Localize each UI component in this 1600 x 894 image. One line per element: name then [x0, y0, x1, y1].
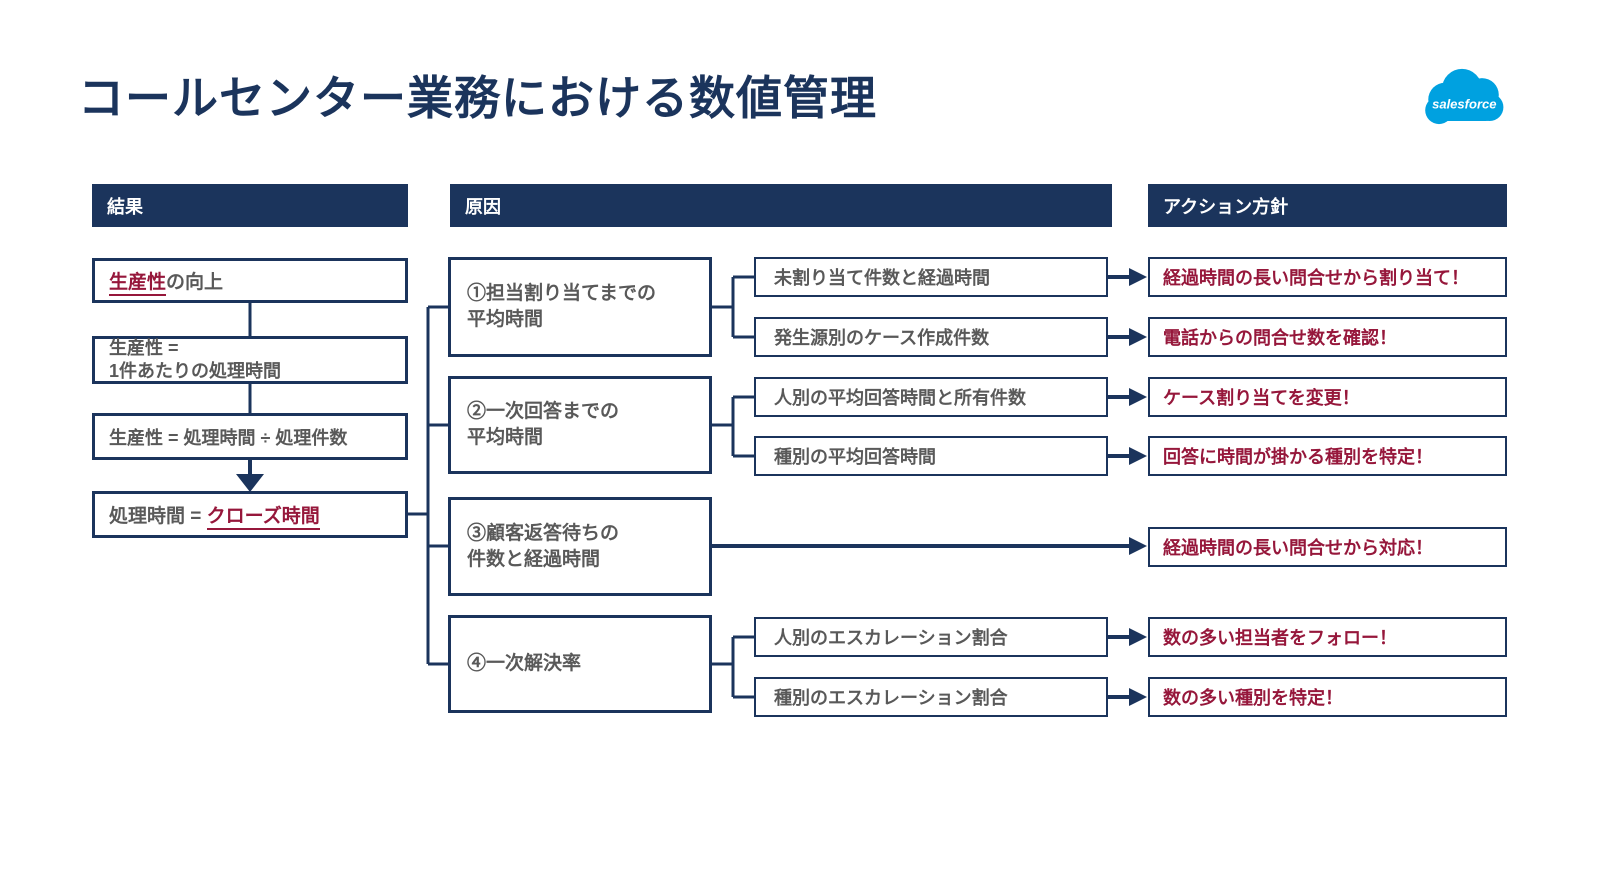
action-box-check-phone: 電話からの問合せ数を確認！ — [1148, 317, 1507, 357]
result-processing-time-label: 処理時間 = クローズ時間 — [109, 501, 405, 530]
metric-box-case-origin: 発生源別のケース作成件数 — [754, 317, 1108, 357]
cause-box-2: ②一次回答までの 平均時間 — [448, 376, 712, 474]
cause-3-line1: ③顧客返答待ちの — [467, 522, 620, 544]
productivity-term: 生産性 — [109, 272, 167, 296]
arrowheads — [236, 268, 1147, 706]
cause-3-line2: 件数と経過時間 — [467, 548, 601, 570]
result-box-processing-time: 処理時間 = クローズ時間 — [92, 491, 408, 538]
metric-escalation-by-type-label: 種別のエスカレーション割合 — [774, 688, 1008, 708]
action-box-assign-oldest: 経過時間の長い問合せから割り当て！ — [1148, 257, 1507, 297]
metric-response-by-person-label: 人別の平均回答時間と所有件数 — [774, 388, 1026, 408]
productivity-rest: の向上 — [166, 272, 224, 293]
column-header-action-label: アクション方針 — [1163, 196, 1289, 217]
cause-box-1: ①担当割り当てまでの 平均時間 — [448, 257, 712, 357]
page-title: コールセンター業務における数値管理 — [78, 72, 877, 124]
metric-box-response-by-type: 種別の平均回答時間 — [754, 436, 1108, 476]
cause-box-3: ③顧客返答待ちの 件数と経過時間 — [448, 497, 712, 596]
column-header-action: アクション方針 — [1148, 184, 1507, 227]
metric-box-escalation-by-type: 種別のエスカレーション割合 — [754, 677, 1108, 717]
salesforce-wordmark: salesforce — [1432, 97, 1496, 112]
column-header-result-label: 結果 — [107, 196, 143, 217]
result-box-productivity-formula: 生産性 = 処理時間 ÷ 処理件数 — [92, 413, 408, 460]
salesforce-logo: salesforce — [1425, 68, 1504, 125]
action-identify-type-label: 数の多い種別を特定！ — [1163, 688, 1343, 708]
result-formula-label: 生産性 = 処理時間 ÷ 処理件数 — [109, 427, 348, 448]
action-follow-agents-label: 数の多い担当者をフォロー！ — [1163, 628, 1397, 648]
processing-time-pre: 処理時間 = — [109, 506, 207, 527]
action-box-identify-type: 数の多い種別を特定！ — [1148, 677, 1507, 717]
result-box-productivity-up: 生産性の向上 — [92, 258, 408, 303]
column-header-cause-label: 原因 — [465, 196, 501, 217]
metric-response-by-type-label: 種別の平均回答時間 — [774, 447, 936, 467]
cause-box-4: ④一次解決率 — [448, 615, 712, 713]
action-box-change-assignment: ケース割り当てを変更！ — [1148, 377, 1507, 417]
cause-2-line1: ②一次回答までの — [467, 401, 620, 423]
column-header-result: 結果 — [92, 184, 408, 227]
metric-box-unassigned: 未割り当て件数と経過時間 — [754, 257, 1108, 297]
action-handle-oldest-label: 経過時間の長い問合せから対応！ — [1163, 538, 1433, 558]
action-change-assignment-label: ケース割り当てを変更！ — [1163, 388, 1360, 408]
result-def-line1: 生産性 = — [109, 337, 179, 358]
metric-escalation-by-person-label: 人別のエスカレーション割合 — [774, 628, 1008, 648]
metric-box-response-by-person: 人別の平均回答時間と所有件数 — [754, 377, 1108, 417]
action-check-phone-label: 電話からの問合せ数を確認！ — [1163, 328, 1397, 348]
close-time-term: クローズ時間 — [206, 506, 320, 530]
cause-4-line1: ④一次解決率 — [467, 653, 582, 675]
metric-unassigned-label: 未割り当て件数と経過時間 — [774, 268, 990, 288]
column-header-cause: 原因 — [450, 184, 1112, 227]
cause-1-line1: ①担当割り当てまでの — [467, 283, 657, 305]
action-box-handle-oldest: 経過時間の長い問合せから対応！ — [1148, 527, 1507, 567]
cause-1-line2: 平均時間 — [467, 309, 544, 330]
metric-case-origin-label: 発生源別のケース作成件数 — [774, 328, 990, 348]
metric-box-escalation-by-person: 人別のエスカレーション割合 — [754, 617, 1108, 657]
cause-2-line2: 平均時間 — [467, 427, 544, 448]
cloud-icon — [1425, 68, 1504, 125]
result-def-line2: 1件あたりの処理時間 — [109, 361, 282, 381]
action-box-follow-agents: 数の多い担当者をフォロー！ — [1148, 617, 1507, 657]
action-identify-slow-type-label: 回答に時間が掛かる種別を特定！ — [1163, 447, 1433, 467]
result-box-productivity-def: 生産性 = 1件あたりの処理時間 — [92, 336, 408, 384]
action-assign-oldest-label: 経過時間の長い問合せから割り当て！ — [1163, 268, 1469, 288]
result-box-productivity-up-label: 生産性の向上 — [109, 267, 405, 296]
action-box-identify-slow-type: 回答に時間が掛かる種別を特定！ — [1148, 436, 1507, 476]
